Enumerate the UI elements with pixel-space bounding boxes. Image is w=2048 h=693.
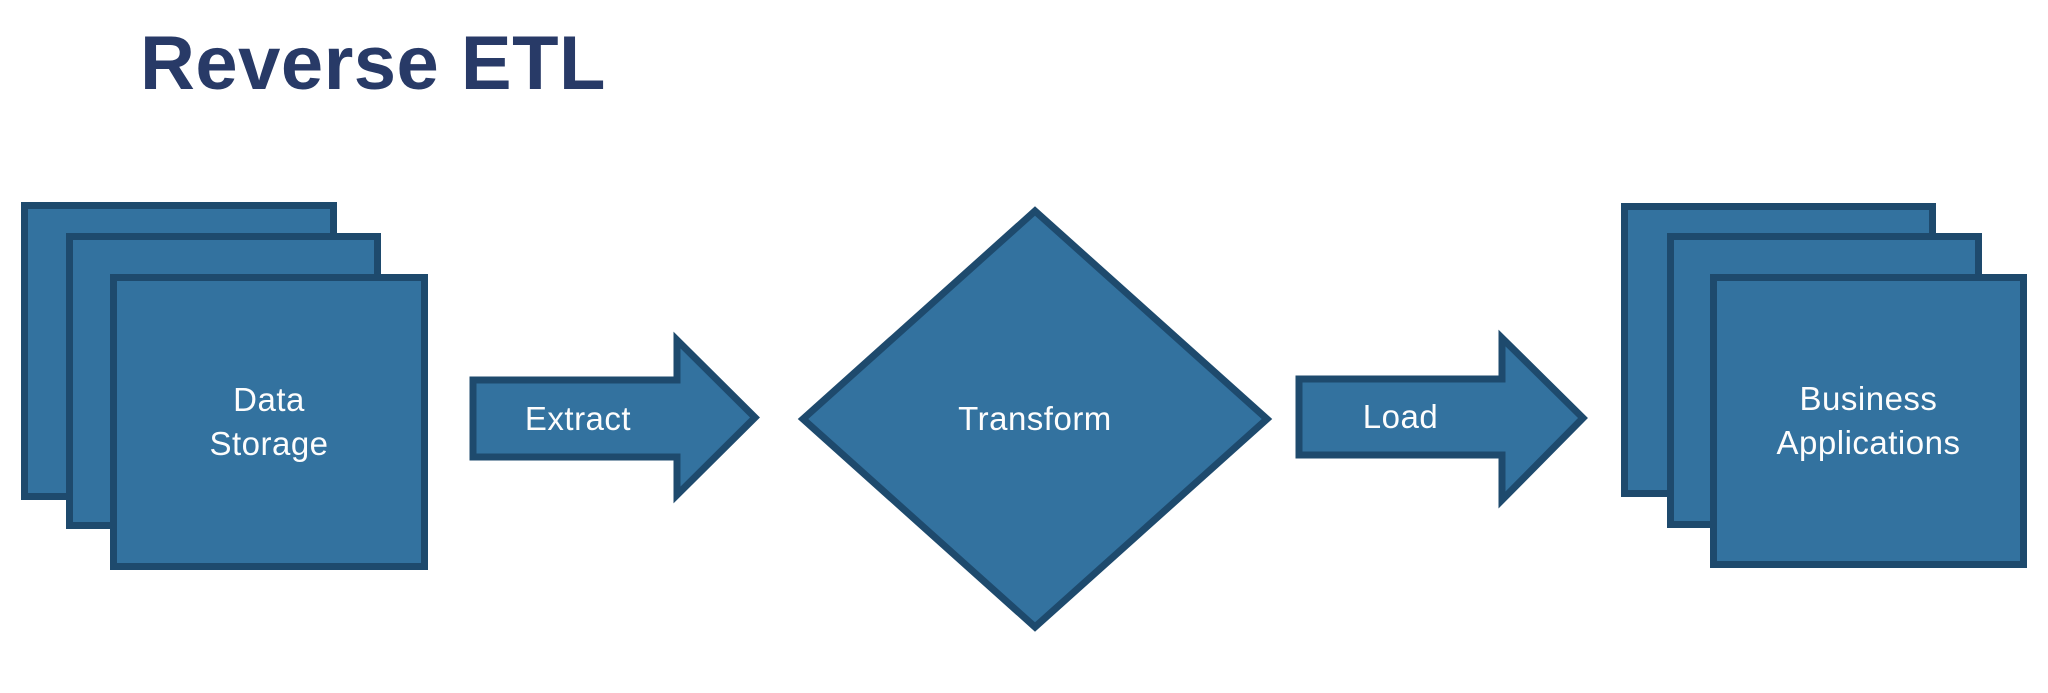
page-title: Reverse ETL xyxy=(140,21,606,106)
load-arrow-shape xyxy=(1295,329,1588,509)
transform-diamond-shape xyxy=(797,206,1273,632)
data-storage-square-front xyxy=(110,274,428,570)
business-applications-square-front xyxy=(1710,274,2027,568)
extract-arrow-shape xyxy=(469,331,760,504)
